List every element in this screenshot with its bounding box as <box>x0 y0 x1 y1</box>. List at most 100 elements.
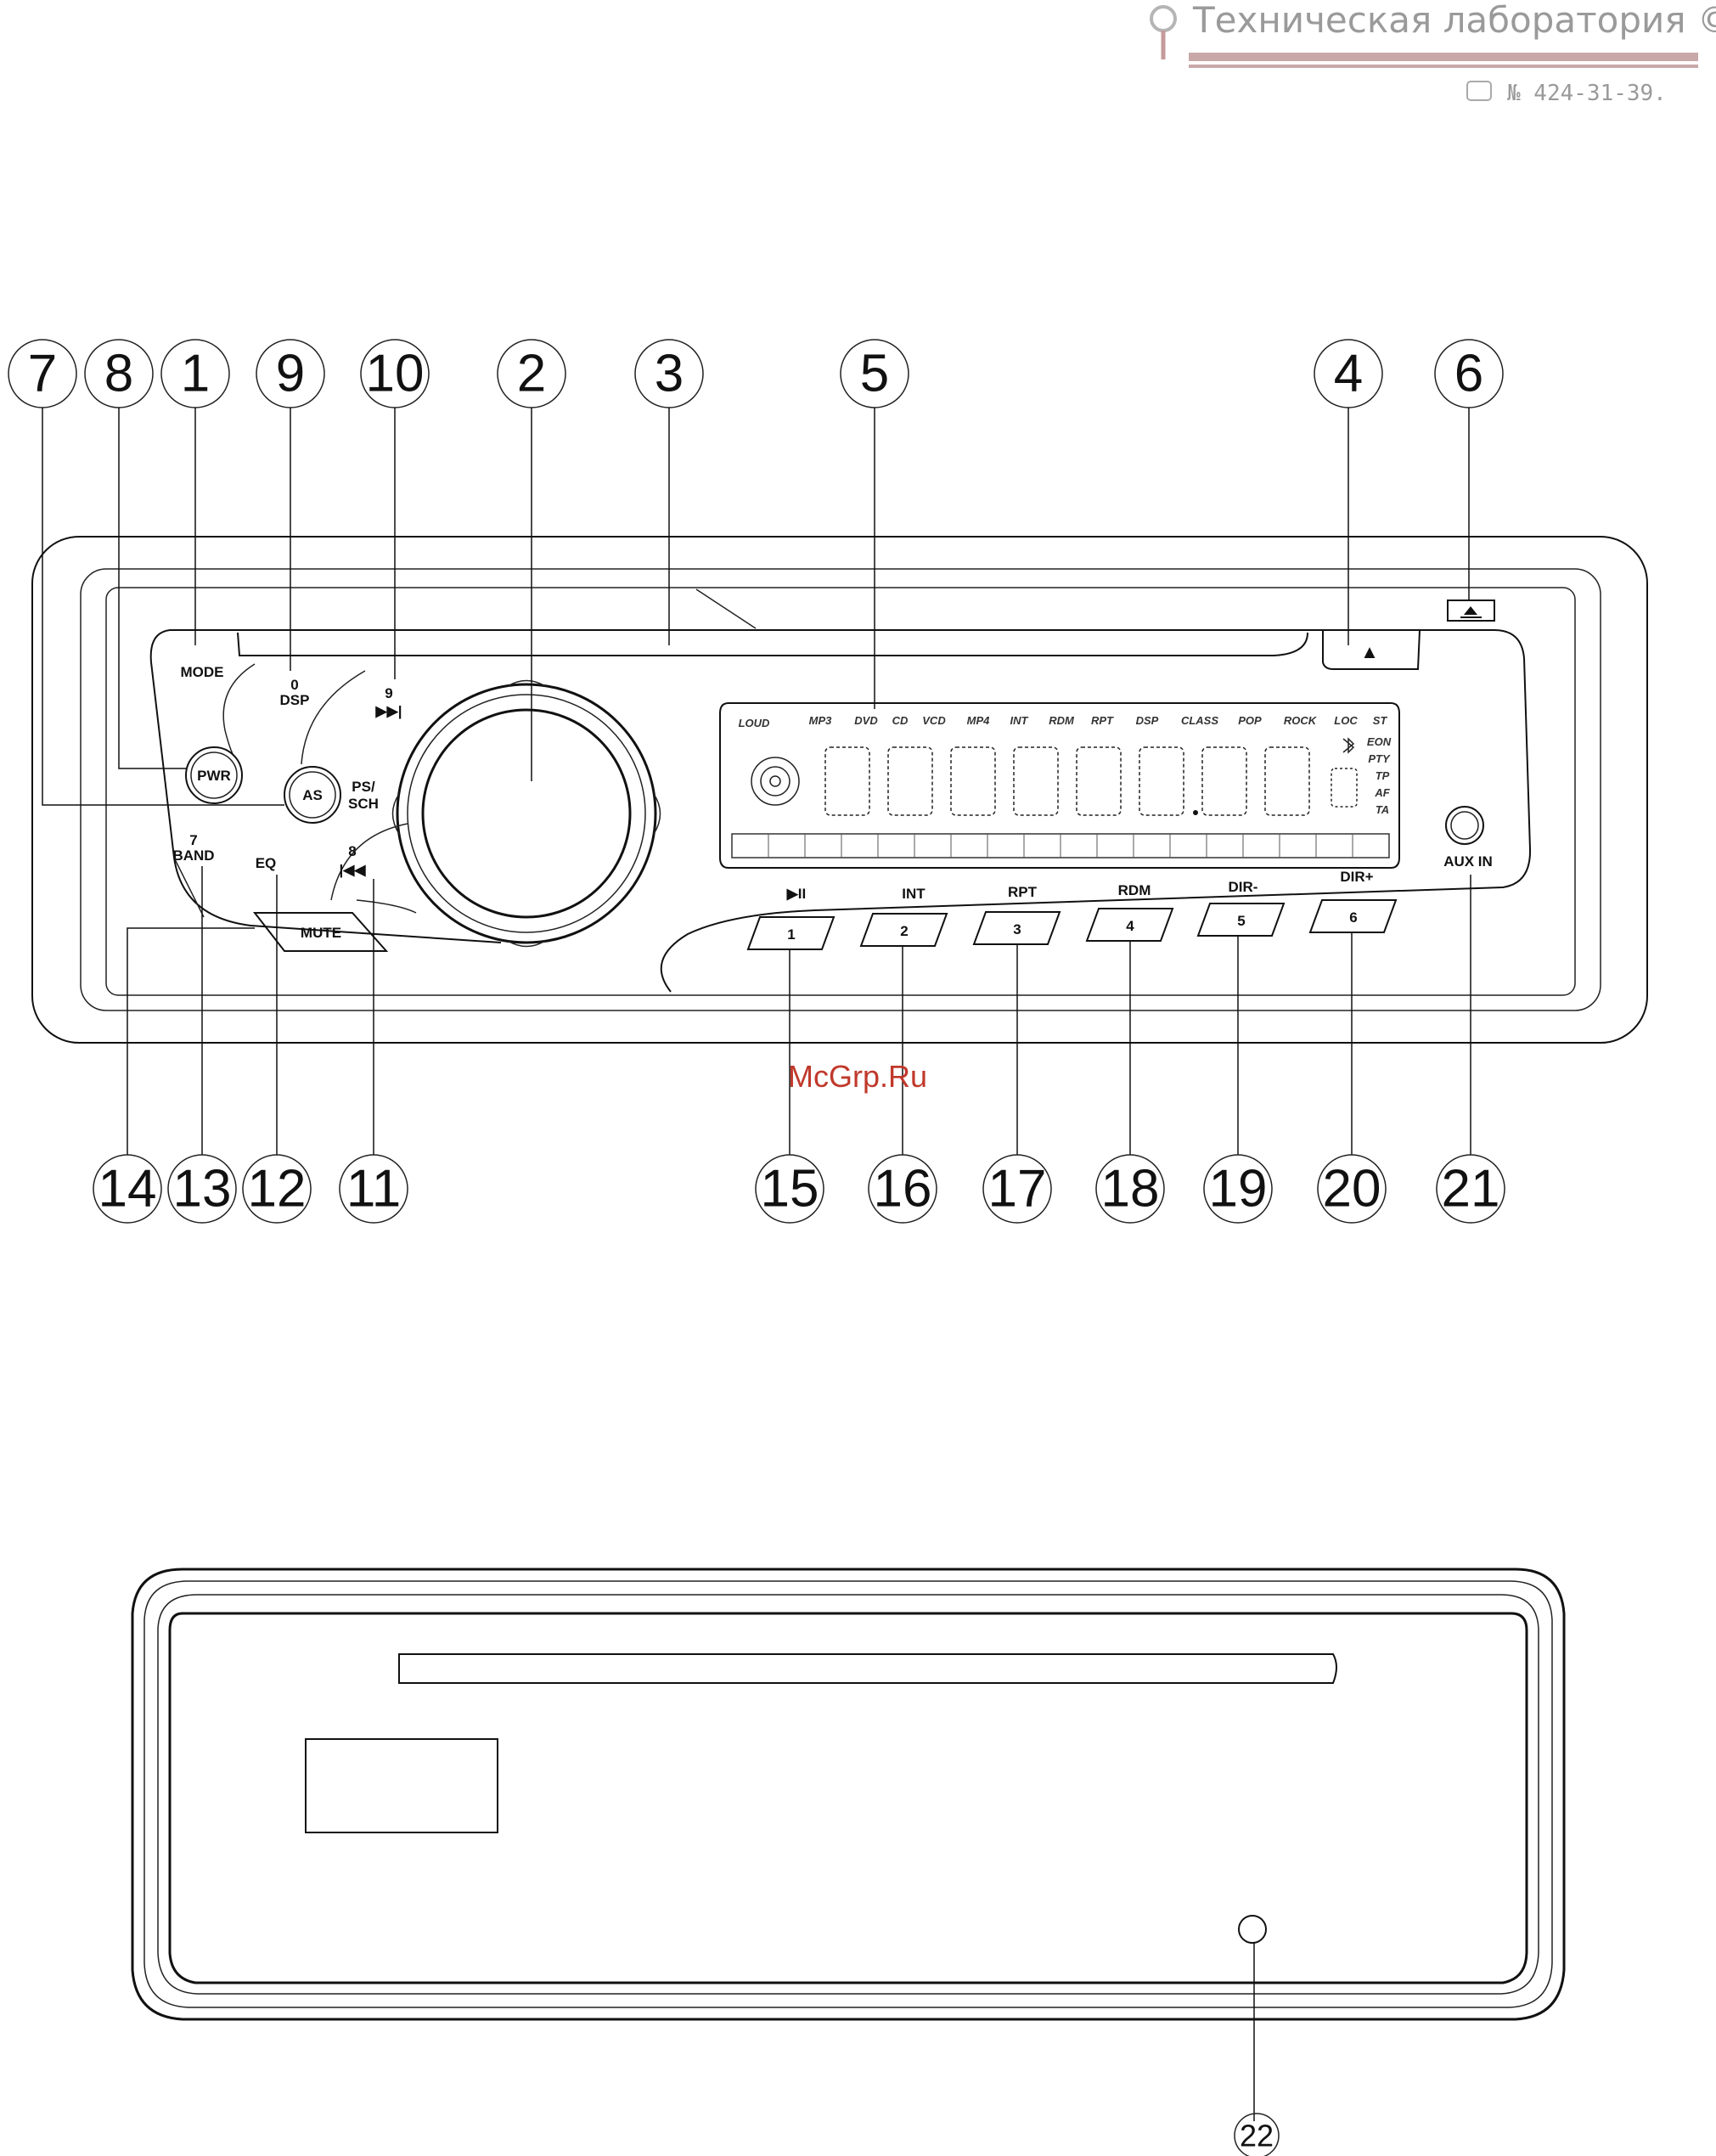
pwr-label: PWR <box>197 768 231 784</box>
lcd-ind-af: AF <box>1374 786 1390 799</box>
callout-4-label: 4 <box>1334 345 1363 403</box>
play-pause-icon: ▶II <box>786 886 807 902</box>
eq-zone-divider <box>357 900 416 913</box>
callout-15-label: 15 <box>761 1160 819 1219</box>
lcd-icon-vcd: VCD <box>922 714 946 727</box>
callout-20: 20 <box>1318 1155 1386 1223</box>
lcd-icon-int: INT <box>1010 714 1029 727</box>
preset-button-2-label: 2 <box>900 923 908 939</box>
watermark-phone: № 424-31-39. <box>1507 81 1667 106</box>
volume-knob[interactable] <box>393 681 661 947</box>
band-zone-divider <box>174 858 204 917</box>
preset-button-1[interactable]: 1 <box>748 917 834 949</box>
mode-label[interactable]: MODE <box>181 664 224 680</box>
mute-label: MUTE <box>301 925 341 941</box>
preset-button-5-label: 5 <box>1237 913 1245 929</box>
callout-10: 10 <box>361 340 429 408</box>
dsp-number: 0 <box>290 677 298 693</box>
callout-13-label: 13 <box>173 1160 232 1219</box>
callout-15: 15 <box>756 1155 824 1223</box>
callout-19-label: 19 <box>1209 1160 1268 1219</box>
lcd-icon-mp4: MP4 <box>967 714 991 727</box>
rear-outer-edge <box>132 1569 1564 2019</box>
preset-button-5[interactable]: 5 <box>1198 903 1284 936</box>
ps-label[interactable]: PS/ <box>352 779 375 795</box>
aux-in-jack[interactable] <box>1446 807 1483 844</box>
lcd-icon-dvd: DVD <box>854 714 878 727</box>
callout-14-label: 14 <box>98 1160 157 1219</box>
callout-8-label: 8 <box>104 345 133 403</box>
mute-button[interactable]: MUTE <box>255 913 386 951</box>
callout-11-label: 11 <box>346 1160 401 1219</box>
callout-7: 7 <box>8 340 76 408</box>
callout-14: 14 <box>93 1155 161 1223</box>
preset-label-dir-plus: DIR+ <box>1340 869 1373 885</box>
band-number: 7 <box>189 832 197 848</box>
band-label[interactable]: BAND <box>172 847 214 864</box>
dsp-zone-divider <box>301 671 365 764</box>
panel-outer-frame <box>32 537 1647 1043</box>
bottom-callouts: 14 13 12 11 15 16 17 18 19 20 21 <box>93 1155 1505 1223</box>
callout-20-label: 20 <box>1323 1160 1381 1219</box>
callout-11: 11 <box>340 1155 408 1223</box>
eq-label[interactable]: EQ <box>256 855 277 871</box>
as-button[interactable]: AS <box>284 767 340 823</box>
callout-12-label: 12 <box>248 1160 307 1219</box>
prev-track-icon[interactable]: |◀◀ <box>340 862 367 878</box>
callout-7-label: 7 <box>28 345 57 403</box>
watermark-underline <box>1189 53 1698 61</box>
lcd-icon-class: CLASS <box>1181 714 1218 727</box>
callout-19: 19 <box>1204 1155 1272 1223</box>
callout-9-label: 9 <box>276 345 305 403</box>
sch-label[interactable]: SCH <box>348 796 379 812</box>
lcd-icon-rock: ROCK <box>1284 714 1318 727</box>
callout-16-label: 16 <box>874 1160 932 1219</box>
preset-label-dir-minus: DIR- <box>1229 879 1258 895</box>
lcd-logo: LOUD <box>739 717 770 729</box>
callout-2-label: 2 <box>517 345 546 403</box>
rear-inner-face <box>170 1613 1527 1983</box>
rear-connector-window <box>306 1739 498 1832</box>
next-track-icon[interactable]: ▶▶| <box>375 703 402 719</box>
bluetooth-icon <box>1343 739 1353 752</box>
rear-edge-2 <box>144 1581 1552 2007</box>
callout-9: 9 <box>256 340 324 408</box>
preset-button-3-label: 3 <box>1013 921 1021 937</box>
lcd-small-digit <box>1331 768 1357 807</box>
lcd-icon-rdm: RDM <box>1049 714 1075 727</box>
callout-17-label: 17 <box>988 1160 1047 1219</box>
dsp-label[interactable]: DSP <box>280 692 310 708</box>
callout-6-label: 6 <box>1454 345 1483 403</box>
callout-21-label: 21 <box>1442 1160 1500 1219</box>
lcd-icons: MP3 DVD CD VCD MP4 INT RDM RPT DSP CLASS… <box>809 714 1388 727</box>
disc-spin-icon <box>751 757 799 805</box>
preset-button-3[interactable]: 3 <box>974 912 1060 944</box>
callout-5-label: 5 <box>860 345 889 403</box>
front-panel: ▲ MODE 0 DSP 9 ▶▶| PWR <box>32 537 1647 1043</box>
pwr-button[interactable]: PWR <box>186 747 242 803</box>
callout-1-label: 1 <box>181 345 210 403</box>
callout-8: 8 <box>85 340 153 408</box>
preset-label-rpt: RPT <box>1008 884 1038 900</box>
mode-zone-divider <box>223 664 255 756</box>
callout-4: 4 <box>1314 340 1382 408</box>
preset-button-4[interactable]: 4 <box>1087 909 1173 941</box>
top-callouts: 7 8 1 9 10 2 3 5 4 6 <box>8 340 1503 408</box>
lcd-ind-tp: TP <box>1376 769 1390 782</box>
lcd-right-indicators: EON PTY TP AF TA <box>1367 735 1392 816</box>
preset-button-6[interactable]: 6 <box>1310 900 1396 932</box>
watermark-title: Техническая лаборатория © <box>1192 0 1716 41</box>
callout-18: 18 <box>1096 1155 1164 1223</box>
callout-10-label: 10 <box>366 345 425 403</box>
lcd-frame <box>720 703 1399 868</box>
rear-reset-hole[interactable] <box>1239 1916 1266 1943</box>
callout-12: 12 <box>243 1155 311 1223</box>
preset-button-2[interactable]: 2 <box>861 914 947 946</box>
lcd-display: LOUD MP3 DVD CD VCD MP4 INT RDM RPT DSP … <box>720 703 1399 868</box>
as-label: AS <box>302 787 323 803</box>
lcd-ind-pty: PTY <box>1368 752 1391 765</box>
rear-panel: 22 <box>132 1569 1564 2156</box>
aux-in-label: AUX IN <box>1443 853 1493 870</box>
slot-bevel <box>696 589 756 628</box>
preset-label-rdm: RDM <box>1118 882 1151 898</box>
